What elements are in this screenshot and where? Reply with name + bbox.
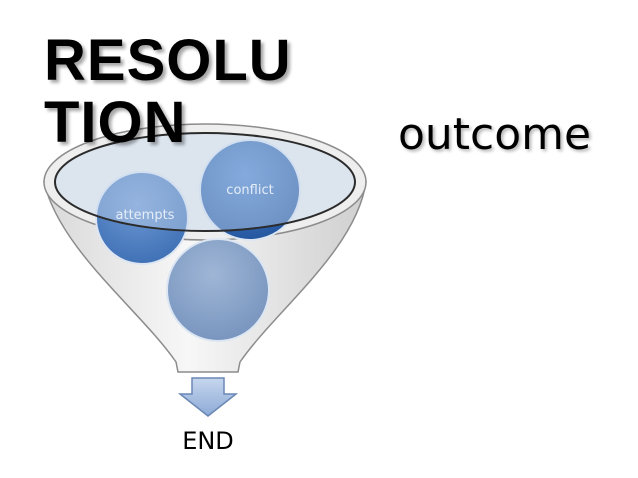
circle-conflict: conflict [199,139,301,241]
circle-empty [166,238,270,342]
slide-title: RESOLU TION [44,28,292,155]
circle-attempts: attempts [95,171,189,265]
circle-attempts-label: attempts [116,208,175,223]
circle-conflict-label: conflict [226,183,273,198]
funnel-rim-inner [54,132,356,232]
outcome-label: outcome [398,109,592,160]
end-label: END [182,427,234,455]
down-arrow-icon [177,377,239,417]
